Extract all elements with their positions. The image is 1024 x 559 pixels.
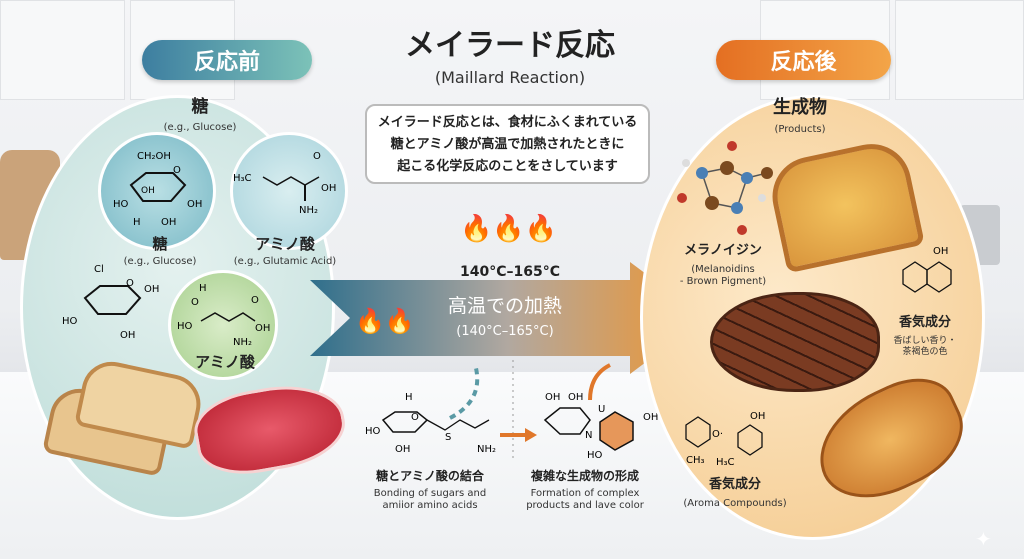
aroma-compounds-structure: O· CH₃ OH H₃C [685,411,765,468]
svg-text:O: O [126,278,134,289]
description-line: 糖とアミノ酸が高温で加熱されたときに [390,137,625,152]
svg-text:N: N [585,430,592,441]
svg-text:OH: OH [144,284,159,295]
step-bonding-label: 糖とアミノ酸の結合 [376,469,484,483]
svg-text:OH: OH [255,323,270,334]
svg-text:OH: OH [395,444,410,455]
svg-text:CH₃: CH₃ [686,455,705,466]
svg-text:HO: HO [62,316,78,327]
svg-text:NH₂: NH₂ [233,337,252,348]
sugar-header: 糖 [191,97,209,117]
flame-icon: 🔥🔥 [355,307,415,335]
naphthol-structure: OH [902,246,952,293]
svg-text:CH₂OH: CH₂OH [137,151,171,162]
svg-text:OH: OH [120,330,135,341]
amino-acid-structure: H₃C O OH NH₂ [233,151,336,216]
sugar-header-sub: (e.g., Glucose) [163,122,237,133]
svg-text:OH: OH [750,411,765,422]
cabinet [0,0,125,100]
svg-text:HO: HO [587,450,603,460]
amino-acid-structure-2: H O HO O OH NH₂ [177,283,270,348]
temperature-label: 140°C–165°C [460,264,560,280]
step-formation-label: 複雑な生成物の形成 [530,469,639,483]
page-title: メイラード反応 [405,28,615,63]
svg-text:H: H [405,392,413,403]
melanoidin-sub: (Melanoidins- Brown Pigment) [679,264,767,287]
sugar-label: 糖 [152,235,168,253]
svg-text:NH₂: NH₂ [299,205,318,216]
svg-text:S: S [445,432,451,443]
reaction-steps-diagram: H O HO OH S NH₂ OH OH U N OH HO [365,360,658,460]
aroma-bottom-sub: (Aroma Compounds) [683,498,787,509]
aroma-right-sub: 香ばしい香り・茶褐色の色 [893,336,957,357]
aroma-right-label: 香気成分 [898,315,951,330]
svg-text:HO: HO [365,426,381,437]
svg-text:H: H [199,283,207,294]
grilled-steak-image [710,292,880,392]
cabinet [895,0,1024,100]
products-header-sub: (Products) [774,124,826,135]
svg-text:O: O [173,165,181,176]
svg-text:NH₂: NH₂ [477,444,496,455]
aroma-bottom-label: 香気成分 [708,477,761,492]
amino-acid-sub: (e.g., Glutamic Acid) [233,256,337,267]
svg-text:OH: OH [187,199,202,210]
melanoidin-molecule [677,141,773,235]
svg-text:OH: OH [568,392,583,403]
svg-text:HO: HO [177,321,193,332]
svg-text:HO: HO [113,199,129,210]
svg-text:H₃C: H₃C [233,173,252,184]
svg-text:OH: OH [321,183,336,194]
after-badge: 反応後 [716,40,891,80]
svg-text:H₃C: H₃C [716,457,735,468]
amino-acid-label: アミノ酸 [255,235,315,253]
svg-text:O: O [313,151,321,162]
svg-text:OH: OH [545,392,560,403]
svg-text:U: U [598,404,605,415]
heating-temp: (140°C–165°C) [456,324,554,339]
products-header: 生成物 [773,97,827,118]
svg-text:H: H [133,217,141,228]
svg-text:Cl: Cl [94,264,104,275]
before-badge: 反応前 [142,40,312,80]
sugar-sub: (e.g., Glucose) [123,256,197,267]
amino-acid-circle: H₃C O OH NH₂ [230,132,348,250]
svg-text:O: O [191,297,199,308]
flame-icon: 🔥🔥🔥 [460,214,558,244]
svg-text:OH: OH [643,412,658,423]
heating-arrow [310,262,705,374]
description-bubble: メイラード反応とは、食材にふくまれている 糖とアミノ酸が高温で加熱されたときに … [365,104,650,184]
description-line: メイラード反応とは、食材にふくまれている [377,115,638,130]
svg-text:O: O [251,295,259,306]
svg-text:OH: OH [141,186,155,196]
sugar-structure-2: Cl O OH HO OH [62,264,159,341]
svg-text:OH: OH [161,217,176,228]
glucose-structure: CH₂OH O HO OH OH OH H [113,151,202,228]
svg-text:O·: O· [712,429,723,440]
svg-text:OH: OH [933,246,948,257]
amino-acid-label-2: アミノ酸 [195,353,255,371]
page-subtitle: (Maillard Reaction) [434,68,586,87]
sparkle-icon: ✦ [975,527,992,551]
amino-acid-circle-2: H O HO O OH NH₂ [168,270,278,380]
heating-label: 高温での加熱 [447,295,562,317]
svg-text:O: O [411,412,419,423]
description-line: 起こる化学反応のことをさしています [397,159,618,174]
melanoidin-label: メラノイジン [684,243,762,258]
glucose-circle: CH₂OH O HO OH OH OH H [98,132,216,250]
